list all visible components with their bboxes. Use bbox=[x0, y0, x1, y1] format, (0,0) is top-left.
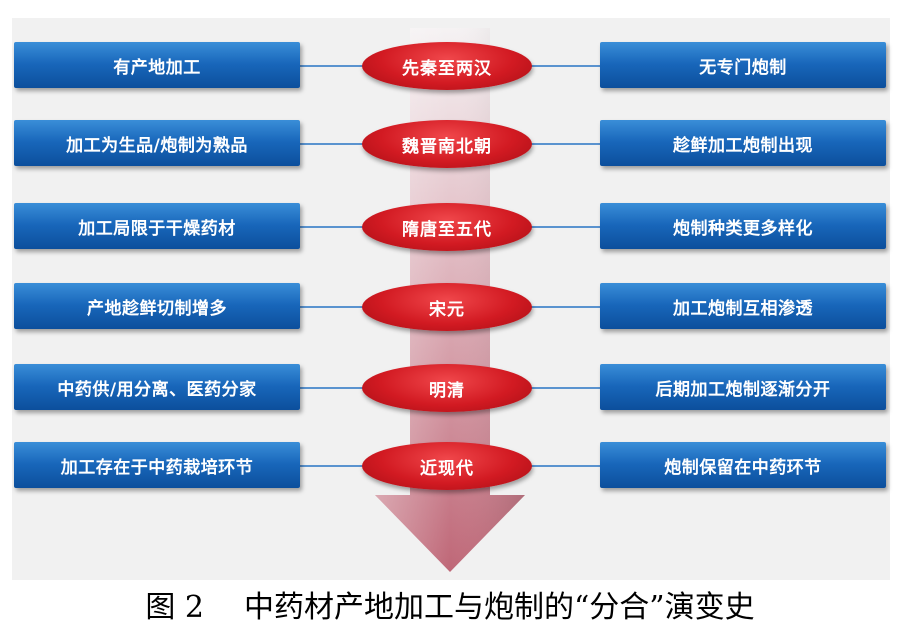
era-ellipse-3: 隋唐至五代 bbox=[362, 203, 532, 251]
figure-title: 中药材产地加工与炮制的“分合”演变史 bbox=[243, 590, 755, 625]
right-box-4: 加工炮制互相渗透 bbox=[600, 283, 886, 329]
left-box-5: 中药供/用分离、医药分家 bbox=[14, 364, 300, 410]
era-ellipse-1: 先秦至两汉 bbox=[362, 42, 532, 90]
left-box-4: 产地趁鲜切制增多 bbox=[14, 283, 300, 329]
right-box-2: 趁鲜加工炮制出现 bbox=[600, 120, 886, 166]
era-ellipse-2: 魏晋南北朝 bbox=[362, 120, 532, 168]
left-box-3: 加工局限于干燥药材 bbox=[14, 203, 300, 249]
diagram-stage: 有产地加工 先秦至两汉 无专门炮制 加工为生品/炮制为熟品 魏晋南北朝 趁鲜加工… bbox=[12, 18, 890, 580]
era-ellipse-5: 明清 bbox=[362, 364, 532, 412]
right-box-3: 炮制种类更多样化 bbox=[600, 203, 886, 249]
right-box-6: 炮制保留在中药环节 bbox=[600, 442, 886, 488]
right-box-5: 后期加工炮制逐渐分开 bbox=[600, 364, 886, 410]
left-box-1: 有产地加工 bbox=[14, 42, 300, 88]
era-ellipse-4: 宋元 bbox=[362, 283, 532, 331]
left-box-6: 加工存在于中药栽培环节 bbox=[14, 442, 300, 488]
figure-caption: 图 2 中药材产地加工与炮制的“分合”演变史 bbox=[0, 580, 900, 628]
era-ellipse-6: 近现代 bbox=[362, 442, 532, 490]
figure-number: 图 2 bbox=[145, 590, 204, 625]
right-box-1: 无专门炮制 bbox=[600, 42, 886, 88]
left-box-2: 加工为生品/炮制为熟品 bbox=[14, 120, 300, 166]
